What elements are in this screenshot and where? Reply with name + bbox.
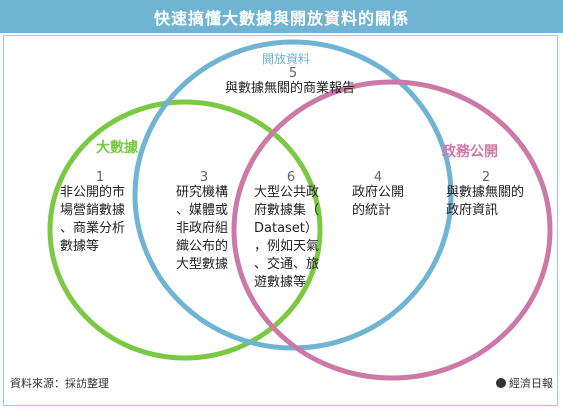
page-title: 快速搞懂大數據與開放資料的關係 bbox=[0, 0, 563, 33]
region-text: 政府公開 的統計 bbox=[352, 185, 405, 218]
region-number: 6 bbox=[286, 170, 296, 185]
region-number: 4 bbox=[373, 170, 383, 185]
region-number: 1 bbox=[95, 170, 105, 185]
region-text: 與數據無關的 政府資訊 bbox=[446, 185, 525, 218]
government-circle bbox=[231, 79, 553, 381]
diagram-frame bbox=[3, 35, 558, 406]
publisher-logo: 經濟日報 bbox=[496, 375, 553, 391]
region-text: 與數據無關的商業報告 bbox=[225, 81, 356, 96]
region-text: 研究機構 、媒體或 非政府組 織公布的 大型數據 bbox=[176, 185, 229, 272]
government-label: 政務公開 bbox=[442, 144, 498, 160]
region-number: 2 bbox=[481, 170, 491, 185]
open-data-label: 開放資料 bbox=[262, 52, 311, 66]
big-data-circle bbox=[47, 99, 323, 361]
region-text: 非公開的市 場營銷數據 、商業分析 數據等 bbox=[60, 185, 126, 254]
region-text: 大型公共政 府數據集（ Dataset） ，例如天氣 、交通、旅 遊數據等 bbox=[254, 185, 320, 290]
big-data-label: 大數據 bbox=[96, 140, 138, 156]
region-number: 5 bbox=[288, 66, 298, 81]
region-number: 3 bbox=[199, 170, 209, 185]
publisher-icon bbox=[496, 378, 506, 388]
source-note: 資料來源：採訪整理 bbox=[10, 377, 109, 390]
